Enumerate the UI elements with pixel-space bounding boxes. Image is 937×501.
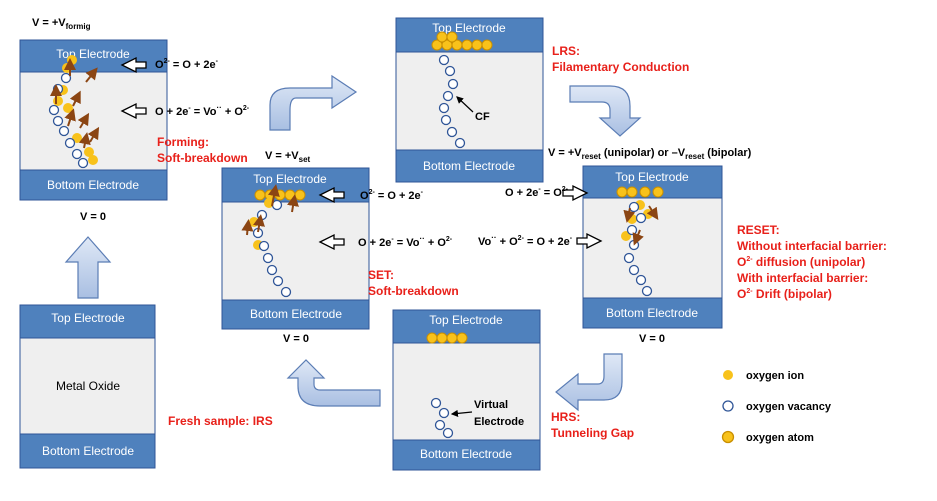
flow-arrow-hrs-to-set	[286, 359, 381, 407]
hrs-filament	[426, 332, 468, 439]
reset-notes: RESET: Without interfacial barrier: O2- …	[737, 223, 887, 301]
legend: oxygen ion oxygen vacancy oxygen atom	[721, 370, 832, 444]
reset-filament	[616, 186, 664, 297]
legend-ion-label: oxygen ion	[746, 370, 804, 382]
cf-pointer	[456, 96, 474, 113]
virtual-electrode-label-1: Virtual	[474, 399, 508, 411]
legend-vacancy-label: oxygen vacancy	[746, 401, 832, 413]
flow-arrow-up	[64, 236, 112, 299]
lrs-filament	[431, 31, 493, 149]
forming-bottom-electrode-label: Bottom Electrode	[47, 178, 139, 192]
set-eq-top: O2- = O + 2e-	[360, 189, 424, 202]
lrs-title-2: Filamentary Conduction	[552, 60, 689, 74]
forming-arrow-2	[120, 102, 147, 120]
legend-atom-label: oxygen atom	[746, 432, 814, 444]
fresh-top-electrode	[19, 304, 156, 339]
lrs-bottom-electrode	[395, 149, 544, 183]
reset-note-2: Without interfacial barrier:	[737, 239, 887, 253]
reset-note-1: RESET:	[737, 223, 780, 237]
forming-eq-mid: O + 2e- = Vo·· + O2-	[155, 103, 250, 118]
virtual-electrode-pointer	[450, 409, 473, 417]
reset-arrow-1	[562, 184, 589, 202]
reset-note-5: O2- Drift (bipolar)	[737, 287, 832, 301]
fresh-bottom-electrode-label: Bottom Electrode	[42, 444, 134, 458]
fresh-label: Fresh sample: IRS	[168, 414, 273, 428]
set-bottom-electrode	[221, 299, 370, 330]
forming-eq-top: O2- = O + 2e-	[155, 58, 219, 71]
legend-vacancy-swatch	[722, 400, 734, 412]
fresh-top-electrode-label: Top Electrode	[51, 311, 125, 325]
set-bottom-electrode-label: Bottom Electrode	[250, 307, 342, 321]
reset-ground: V = 0	[639, 333, 665, 345]
hrs-bottom-electrode	[392, 439, 541, 471]
set-ground: V = 0	[283, 333, 309, 345]
fresh-oxide	[19, 337, 156, 435]
reset-voltage: V = +Vreset (unipolar) or –Vreset (bipol…	[548, 147, 752, 161]
hrs-top-electrode-label: Top Electrode	[429, 313, 503, 327]
set-title-2: Soft-breakdown	[368, 284, 459, 298]
hrs-bottom-electrode-label: Bottom Electrode	[420, 447, 512, 461]
cf-label: CF	[475, 111, 490, 123]
lrs-title-1: LRS:	[552, 44, 580, 58]
set-filament	[241, 184, 306, 298]
set-panel: V = +Vset Top Electrode Bottom Electrode…	[221, 150, 459, 345]
reset-eq-mid: Vo·· + O2- = O + 2e-	[478, 233, 573, 248]
reset-note-4: With interfacial barrier:	[737, 271, 868, 285]
set-arrow-2	[318, 233, 345, 251]
reset-arrow-2	[576, 232, 603, 250]
forming-title-1: Forming:	[157, 135, 209, 149]
set-arrow-1	[318, 186, 345, 204]
set-top-electrode-label: Top Electrode	[253, 172, 327, 186]
forming-bottom-electrode	[19, 169, 168, 201]
legend-ion-swatch	[723, 370, 733, 380]
hrs-oxide	[392, 342, 541, 441]
reset-eq-top: O + 2e- = O2-	[505, 186, 569, 199]
set-voltage: V = +Vset	[265, 150, 311, 164]
virtual-electrode-label-2: Electrode	[474, 416, 524, 428]
set-eq-mid: O + 2e- = Vo·· + O2-	[358, 234, 453, 249]
set-title-1: SET:	[368, 268, 394, 282]
reset-panel: V = +Vreset (unipolar) or –Vreset (bipol…	[478, 147, 887, 345]
lrs-panel: Top Electrode Bottom Electrode CF LRS: F…	[395, 17, 689, 183]
forming-arrow-1	[120, 56, 147, 74]
reset-top-electrode	[582, 165, 723, 199]
reset-top-electrode-label: Top Electrode	[615, 170, 689, 184]
forming-filament	[48, 55, 100, 169]
reset-note-3: O2- diffusion (unipolar)	[737, 255, 865, 269]
flow-arrow-reset-to-hrs	[555, 353, 623, 412]
hrs-title-2: Tunneling Gap	[551, 426, 634, 440]
hrs-panel: Top Electrode Bottom Electrode Virtual E…	[392, 309, 634, 471]
flow-arrow-lrs-to-reset	[569, 85, 642, 137]
fresh-bottom-electrode	[19, 433, 156, 469]
legend-atom-swatch	[721, 430, 735, 444]
hrs-title-1: HRS:	[551, 410, 580, 424]
forming-title-2: Soft-breakdown	[157, 151, 248, 165]
fresh-metal-oxide-label: Metal Oxide	[56, 379, 120, 393]
lrs-bottom-electrode-label: Bottom Electrode	[423, 159, 515, 173]
forming-voltage: V = +Vformig	[32, 17, 91, 31]
flow-arrow-forming-to-lrs	[269, 74, 358, 131]
lrs-oxide	[395, 51, 544, 151]
fresh-panel: Top Electrode Metal Oxide Bottom Electro…	[19, 304, 273, 469]
lrs-top-electrode-label: Top Electrode	[432, 21, 506, 35]
reset-bottom-electrode-label: Bottom Electrode	[606, 306, 698, 320]
set-oxide	[221, 201, 370, 301]
reset-bottom-electrode	[582, 297, 723, 329]
forming-panel: V = +Vformig Top Electrode Bottom Electr…	[19, 17, 250, 223]
forming-ground: V = 0	[80, 211, 106, 223]
